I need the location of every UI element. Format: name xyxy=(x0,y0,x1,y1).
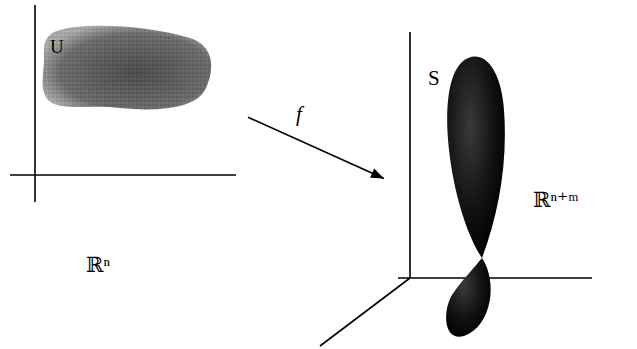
surface-figure xyxy=(385,50,515,342)
blob-texture xyxy=(43,26,212,110)
domain-region: U xyxy=(40,25,246,120)
space-label: ℝⁿ xyxy=(86,255,110,276)
axis-line xyxy=(320,278,410,346)
lower-lobe xyxy=(446,258,491,337)
axis-line xyxy=(398,277,592,279)
region-name: S xyxy=(428,68,440,89)
blob-fill xyxy=(43,26,212,110)
space-label: ℝⁿ⁺ᵐ xyxy=(533,190,578,211)
arrowhead xyxy=(370,169,384,179)
domain-blob xyxy=(40,25,246,120)
arrow-shaft xyxy=(248,117,384,178)
region-name: U xyxy=(50,37,64,56)
upper-lobe xyxy=(447,57,505,258)
image-surface: S xyxy=(385,50,515,342)
axis-line xyxy=(10,174,236,176)
map-arrow xyxy=(248,117,384,178)
axis-line xyxy=(409,32,411,278)
map-name: f xyxy=(294,104,304,125)
axis-line xyxy=(34,5,36,202)
